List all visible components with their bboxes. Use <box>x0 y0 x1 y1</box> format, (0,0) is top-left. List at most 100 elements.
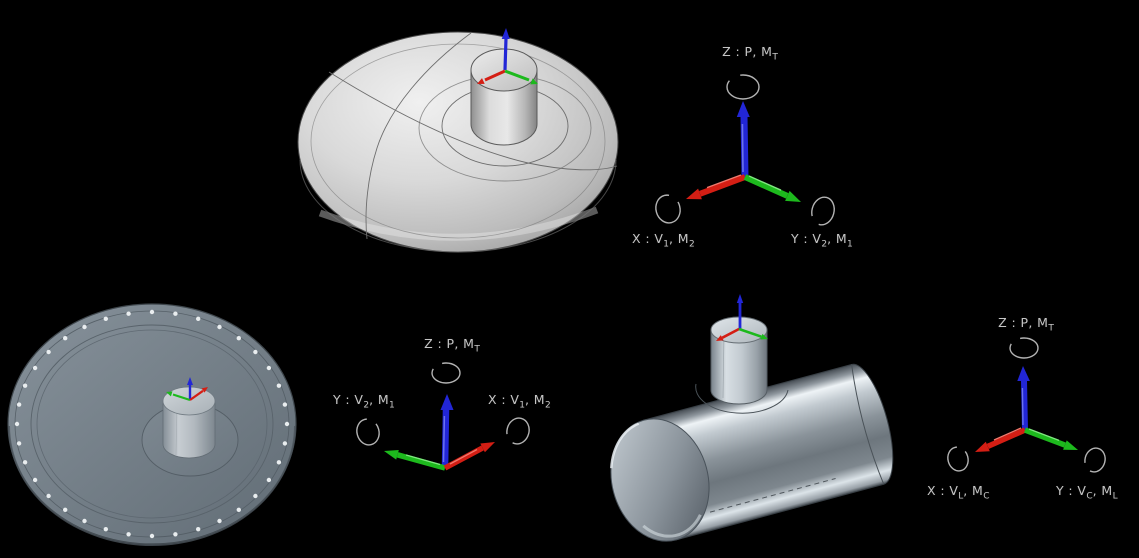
bolt-hole <box>16 402 22 407</box>
axis-letter: Y <box>333 392 342 407</box>
force-symbol: P <box>446 336 455 351</box>
bolt-hole <box>103 527 109 532</box>
load-triad-diagram-flat-cover <box>356 362 530 471</box>
comma-separator: , <box>669 231 678 246</box>
pipe-nozzle-seam <box>722 332 725 399</box>
bolt-hole <box>217 324 222 330</box>
force-symbol: V <box>949 483 959 498</box>
force-subscript: 1 <box>663 239 670 250</box>
colon-separator: : <box>640 231 655 246</box>
flange-edge-shadow <box>8 425 296 546</box>
bolt-hole <box>16 441 22 446</box>
bolt-hole <box>149 309 155 315</box>
bolt-hole <box>236 507 241 512</box>
axis-letter: X <box>927 483 936 498</box>
axis-letter: Z <box>998 315 1008 330</box>
moment-loop-icon <box>726 74 760 100</box>
bolt-hole <box>126 532 131 537</box>
force-subscript: 2 <box>821 239 828 250</box>
bolt-hole <box>284 421 290 427</box>
pipe-nozzle-saddle-line <box>695 383 789 414</box>
force-symbol: V <box>510 392 520 407</box>
axis-letter: X <box>488 392 497 407</box>
bolt-hole <box>126 311 131 316</box>
moment-subscript: 1 <box>389 400 395 411</box>
load-triad-diagram-head <box>655 74 835 226</box>
bolt-hole <box>253 493 258 499</box>
colon-separator: : <box>341 392 355 407</box>
bolt-hole <box>82 324 87 330</box>
axis-triad-icon <box>166 377 208 402</box>
bolt-hole <box>266 477 272 483</box>
moment-loop-icon <box>947 446 969 472</box>
axis-triad-icon <box>477 28 538 85</box>
force-symbol: V <box>1077 483 1087 498</box>
bolt-hole <box>82 518 87 524</box>
force-subscript: L <box>958 491 964 502</box>
force-subscript: C <box>1086 491 1093 502</box>
axis-load-label-x: X : V1, M2 <box>488 392 551 411</box>
bolt-hole <box>14 421 20 427</box>
head-seam-line <box>328 71 618 171</box>
bolt-hole <box>32 365 38 371</box>
pipe-end-inner-highlight <box>642 514 702 538</box>
moment-subscript: 2 <box>688 239 695 250</box>
axis-load-label-z: Z : P, MT <box>998 315 1054 334</box>
bolt-hole <box>103 316 109 321</box>
moment-subscript: 2 <box>544 400 551 411</box>
bolt-hole <box>173 532 178 537</box>
force-subscript: 1 <box>519 400 526 411</box>
axis-letter: Y <box>791 231 800 246</box>
axis-load-label-y: Y : V2, M1 <box>791 231 853 250</box>
bolt-hole <box>282 441 288 446</box>
bolt-hole <box>196 527 201 532</box>
axis-triad-icon <box>975 366 1078 452</box>
axis-triad-icon <box>716 294 768 341</box>
axis-letter: Z <box>424 336 434 351</box>
comma-separator: , <box>963 483 973 498</box>
head-rim-highlight <box>318 206 599 241</box>
moment-symbol: M <box>1037 315 1049 330</box>
force-symbol: P <box>744 44 753 59</box>
comma-separator: , <box>1092 483 1102 498</box>
moment-loop-icon <box>356 418 380 446</box>
colon-separator: : <box>731 44 745 59</box>
colon-separator: : <box>1007 315 1021 330</box>
bolt-hole <box>46 349 51 355</box>
bolt-hole <box>217 518 222 524</box>
force-symbol: P <box>1020 315 1029 330</box>
axis-letter: Z <box>722 44 732 59</box>
moment-subscript: T <box>1048 323 1054 334</box>
moment-subscript: L <box>1112 491 1118 502</box>
axis-load-label-y: Y : V2, M1 <box>333 392 395 411</box>
force-symbol: V <box>654 231 664 246</box>
axis-load-label-x: X : V1, M2 <box>632 231 695 250</box>
axis-load-label-y: Y : VC, ML <box>1056 483 1118 502</box>
axis-triad-icon <box>384 394 495 471</box>
comma-separator: , <box>752 44 762 59</box>
moment-symbol: M <box>463 336 475 351</box>
moment-symbol: M <box>835 231 848 246</box>
colon-separator: : <box>433 336 447 351</box>
force-symbol: V <box>812 231 822 246</box>
bolt-hole <box>22 460 28 465</box>
bolt-hole <box>62 336 68 341</box>
model-cylindrical-shell <box>610 294 894 542</box>
bolt-hole <box>276 460 282 465</box>
moment-subscript: T <box>772 52 778 63</box>
colon-separator: : <box>799 231 813 246</box>
moment-symbol: M <box>377 392 390 407</box>
moment-loop-icon <box>1084 447 1106 473</box>
bolt-hole <box>62 507 68 512</box>
axis-letter: X <box>632 231 641 246</box>
bolt-hole <box>236 336 241 341</box>
pipe-open-end <box>610 418 710 542</box>
axis-letter: Y <box>1056 483 1065 498</box>
axis-load-label-x: X : VL, MC <box>927 483 990 502</box>
moment-loop-icon <box>506 417 530 445</box>
moment-subscript: 1 <box>847 239 853 250</box>
pipe-right-rim-line <box>851 364 885 485</box>
colon-separator: : <box>935 483 950 498</box>
